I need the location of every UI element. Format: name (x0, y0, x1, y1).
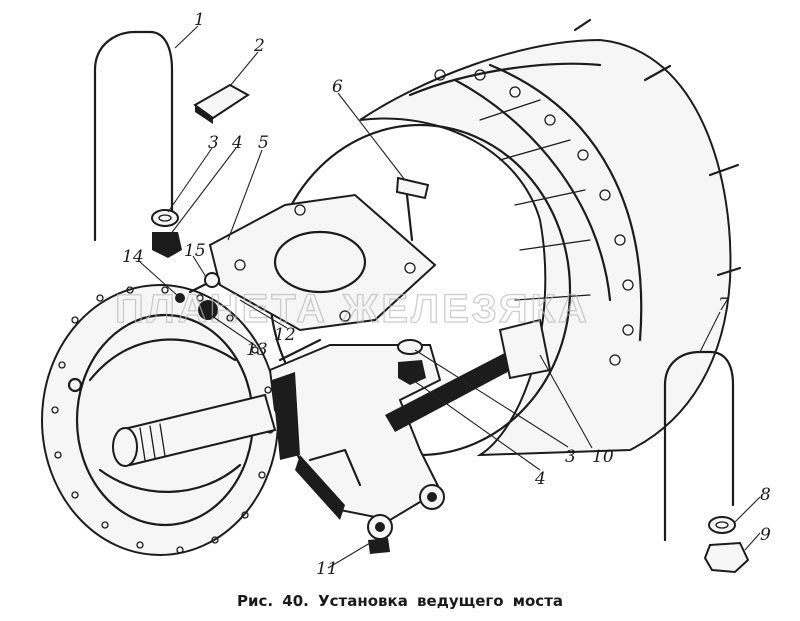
u-bolt-7 (663, 350, 735, 542)
label-10: 10 (592, 447, 614, 467)
label-3-bottom: 3 (565, 447, 576, 467)
key-block-2 (193, 83, 250, 124)
washer-3-top (151, 209, 179, 227)
hub-bolt-circle (434, 69, 634, 366)
wheel-studs (573, 18, 742, 277)
bolt-11 (368, 538, 390, 554)
label-5: 5 (258, 133, 269, 153)
bolt-6 (395, 176, 430, 242)
label-1: 1 (194, 10, 205, 30)
brake-drum-hub (268, 18, 742, 457)
u-bolt-1 (93, 30, 174, 242)
nut-4-mid (398, 360, 426, 385)
label-3: 3 (208, 133, 219, 153)
label-2: 2 (253, 36, 265, 56)
nut-9 (703, 541, 750, 574)
label-15: 15 (184, 241, 206, 261)
leader-lines (139, 25, 761, 569)
label-7: 7 (718, 295, 729, 315)
part-labels: 1 2 3 4 5 6 7 8 9 10 11 12 13 14 15 3 4 (122, 10, 771, 579)
washer-8 (708, 516, 736, 534)
label-11: 11 (316, 559, 338, 579)
label-14: 14 (122, 247, 144, 267)
label-4: 4 (231, 133, 243, 153)
gasket-pad (208, 193, 437, 332)
torque-rod (385, 318, 552, 432)
nut-13 (198, 300, 218, 320)
label-4-bottom: 4 (534, 469, 546, 489)
flange-bolt-holes (51, 286, 274, 554)
label-8: 8 (760, 485, 771, 505)
bolt-15 (188, 272, 220, 294)
splined-shaft (112, 393, 277, 467)
label-9: 9 (760, 525, 771, 545)
axle-housing-bracket (268, 338, 445, 540)
label-13: 13 (246, 340, 268, 360)
nut-4-top (152, 232, 182, 258)
label-6: 6 (332, 77, 343, 97)
label-12: 12 (274, 325, 296, 345)
figure-caption: Рис. 40. Установка ведущего моста (236, 592, 564, 610)
watermark: ПЛАНЕТА ЖЕЛЕЗЯКА (115, 287, 590, 331)
